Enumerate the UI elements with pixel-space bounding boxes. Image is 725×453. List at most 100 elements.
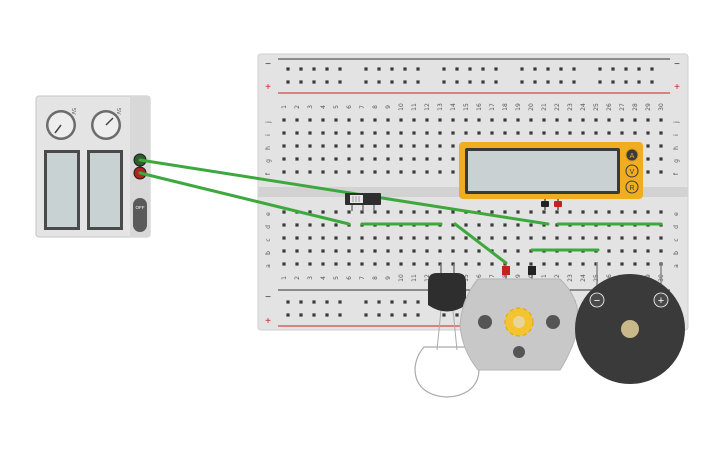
breadboard-hole[interactable] <box>451 170 455 174</box>
breadboard-hole[interactable] <box>321 223 325 227</box>
breadboard-hole[interactable] <box>386 236 390 240</box>
breadboard-hole[interactable] <box>503 236 507 240</box>
breadboard-hole[interactable] <box>594 262 598 266</box>
breadboard-hole[interactable] <box>334 262 338 266</box>
breadboard-hole[interactable] <box>412 157 416 161</box>
breadboard-hole[interactable] <box>477 223 481 227</box>
breadboard-hole[interactable] <box>308 262 312 266</box>
breadboard-hole[interactable] <box>481 67 485 71</box>
breadboard-hole[interactable] <box>308 131 312 135</box>
breadboard-hole[interactable] <box>529 210 533 214</box>
breadboard-hole[interactable] <box>312 300 316 304</box>
breadboard-hole[interactable] <box>438 157 442 161</box>
breadboard-hole[interactable] <box>377 313 381 317</box>
breadboard-hole[interactable] <box>325 300 329 304</box>
breadboard-hole[interactable] <box>295 249 299 253</box>
breadboard-hole[interactable] <box>490 262 494 266</box>
breadboard-hole[interactable] <box>360 236 364 240</box>
breadboard-hole[interactable] <box>282 144 286 148</box>
breadboard-hole[interactable] <box>451 262 455 266</box>
breadboard-hole[interactable] <box>646 144 650 148</box>
breadboard-hole[interactable] <box>360 131 364 135</box>
breadboard-hole[interactable] <box>347 118 351 122</box>
breadboard-hole[interactable] <box>607 236 611 240</box>
breadboard-hole[interactable] <box>438 249 442 253</box>
breadboard-hole[interactable] <box>477 262 481 266</box>
breadboard-hole[interactable] <box>321 249 325 253</box>
breadboard-hole[interactable] <box>646 118 650 122</box>
breadboard-hole[interactable] <box>633 249 637 253</box>
breadboard-hole[interactable] <box>308 223 312 227</box>
breadboard-hole[interactable] <box>360 157 364 161</box>
breadboard-hole[interactable] <box>425 262 429 266</box>
breadboard-hole[interactable] <box>312 67 316 71</box>
breadboard-hole[interactable] <box>425 249 429 253</box>
breadboard-hole[interactable] <box>646 236 650 240</box>
breadboard-hole[interactable] <box>503 210 507 214</box>
breadboard-hole[interactable] <box>347 131 351 135</box>
breadboard-hole[interactable] <box>620 236 624 240</box>
breadboard-hole[interactable] <box>542 262 546 266</box>
breadboard-hole[interactable] <box>295 170 299 174</box>
breadboard-hole[interactable] <box>399 170 403 174</box>
breadboard-hole[interactable] <box>373 144 377 148</box>
mode-ammeter-button[interactable] <box>625 148 639 162</box>
breadboard-hole[interactable] <box>390 67 394 71</box>
breadboard-hole[interactable] <box>646 170 650 174</box>
breadboard-hole[interactable] <box>529 131 533 135</box>
breadboard-hole[interactable] <box>425 144 429 148</box>
breadboard-hole[interactable] <box>425 236 429 240</box>
breadboard-hole[interactable] <box>594 131 598 135</box>
breadboard-hole[interactable] <box>416 80 420 84</box>
breadboard-hole[interactable] <box>438 118 442 122</box>
breadboard-hole[interactable] <box>650 67 654 71</box>
breadboard-hole[interactable] <box>373 210 377 214</box>
breadboard-hole[interactable] <box>412 210 416 214</box>
breadboard-hole[interactable] <box>334 144 338 148</box>
breadboard-hole[interactable] <box>481 80 485 84</box>
breadboard-hole[interactable] <box>581 236 585 240</box>
breadboard-hole[interactable] <box>451 210 455 214</box>
breadboard-hole[interactable] <box>637 80 641 84</box>
breadboard-hole[interactable] <box>520 67 524 71</box>
breadboard-hole[interactable] <box>416 313 420 317</box>
breadboard-hole[interactable] <box>386 262 390 266</box>
breadboard-hole[interactable] <box>412 262 416 266</box>
breadboard-hole[interactable] <box>399 157 403 161</box>
breadboard-hole[interactable] <box>338 300 342 304</box>
breadboard-hole[interactable] <box>377 67 381 71</box>
breadboard-hole[interactable] <box>360 170 364 174</box>
breadboard-hole[interactable] <box>542 210 546 214</box>
breadboard-hole[interactable] <box>334 157 338 161</box>
breadboard-hole[interactable] <box>334 170 338 174</box>
breadboard-hole[interactable] <box>477 118 481 122</box>
breadboard-hole[interactable] <box>282 210 286 214</box>
breadboard-hole[interactable] <box>321 131 325 135</box>
breadboard-hole[interactable] <box>286 313 290 317</box>
breadboard-hole[interactable] <box>516 210 520 214</box>
breadboard-hole[interactable] <box>451 249 455 253</box>
breadboard-hole[interactable] <box>347 210 351 214</box>
piezo-buzzer[interactable]: − + <box>575 262 685 384</box>
breadboard-hole[interactable] <box>373 157 377 161</box>
breadboard-hole[interactable] <box>568 210 572 214</box>
breadboard-hole[interactable] <box>412 170 416 174</box>
breadboard-hole[interactable] <box>633 118 637 122</box>
breadboard-hole[interactable] <box>581 131 585 135</box>
breadboard-hole[interactable] <box>620 210 624 214</box>
breadboard-hole[interactable] <box>364 300 368 304</box>
breadboard-hole[interactable] <box>503 249 507 253</box>
breadboard-hole[interactable] <box>399 249 403 253</box>
breadboard-hole[interactable] <box>347 236 351 240</box>
breadboard-hole[interactable] <box>334 223 338 227</box>
breadboard-hole[interactable] <box>594 210 598 214</box>
breadboard-hole[interactable] <box>546 67 550 71</box>
slide-switch[interactable] <box>345 193 381 211</box>
breadboard-hole[interactable] <box>299 313 303 317</box>
breadboard-hole[interactable] <box>347 262 351 266</box>
breadboard-hole[interactable] <box>442 313 446 317</box>
breadboard-hole[interactable] <box>412 249 416 253</box>
breadboard-hole[interactable] <box>568 131 572 135</box>
breadboard-hole[interactable] <box>438 131 442 135</box>
breadboard-hole[interactable] <box>321 170 325 174</box>
